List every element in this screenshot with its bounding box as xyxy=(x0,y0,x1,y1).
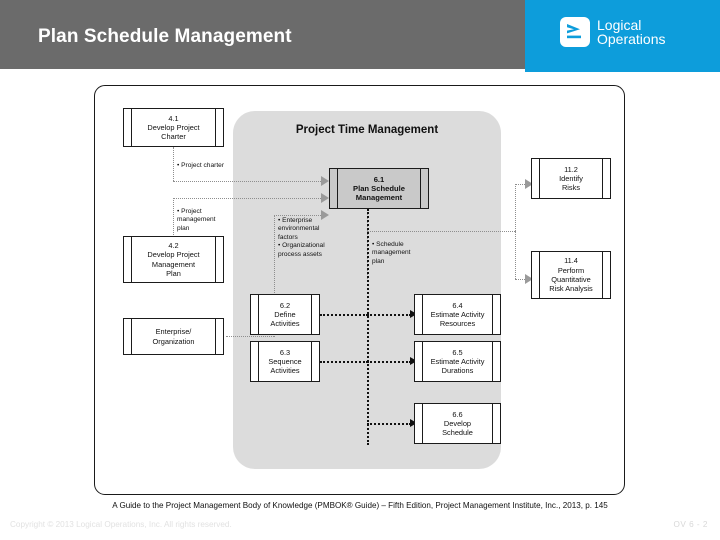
connector-main-vertical xyxy=(367,209,369,445)
connector-row1-right xyxy=(367,314,411,316)
slide-number: OV 6 - 2 xyxy=(673,520,708,529)
connector-charter-h xyxy=(173,181,323,182)
connector-pmplan-v xyxy=(173,198,174,259)
arrow-quant-risk xyxy=(525,274,533,284)
connector-eef-h1 xyxy=(226,336,274,337)
connector-row2-right xyxy=(367,361,411,363)
connector-out-v-up xyxy=(515,184,516,231)
arrow-pmplan xyxy=(321,193,329,203)
header-bar xyxy=(0,0,525,69)
logo: Logical Operations xyxy=(560,17,665,47)
connector-row2-left xyxy=(320,361,368,363)
label-eef-opa: • Enterprise environmental factors • Org… xyxy=(278,217,325,258)
connector-eef-h2 xyxy=(274,215,323,216)
panel-title: Project Time Management xyxy=(295,124,439,136)
arrow-eef xyxy=(321,210,329,220)
logo-wordmark: Logical Operations xyxy=(597,18,665,46)
connector-out-h-top xyxy=(367,231,515,232)
label-project-management-plan: • Project management plan xyxy=(177,208,216,232)
process-box-enterprise-organization-label: Enterprise/ Organization xyxy=(152,327,195,346)
process-box-enterprise-organization[interactable]: Enterprise/ Organization xyxy=(123,318,224,355)
connector-eef-v xyxy=(274,215,275,337)
page-title: Plan Schedule Management xyxy=(38,26,292,47)
arrow-develop-schedule xyxy=(410,419,417,427)
arrow-estimate-durations xyxy=(410,357,417,365)
connector-row1-left xyxy=(320,314,368,316)
label-project-charter: • Project charter xyxy=(177,162,225,169)
connector-charter-v xyxy=(173,147,174,181)
arrow-estimate-resources xyxy=(410,310,417,318)
connector-out-v-down xyxy=(515,231,516,279)
brand-logo-block: Logical Operations xyxy=(525,0,720,72)
logo-line-1: Logical xyxy=(597,17,642,33)
diagram-frame: Project Time Management xyxy=(94,85,625,495)
source-citation: A Guide to the Project Management Body o… xyxy=(112,501,608,510)
label-schedule-management-plan: • Schedule management plan xyxy=(372,241,411,265)
chevron-logo-icon xyxy=(560,17,590,47)
arrow-charter xyxy=(321,176,329,186)
connector-pmplan-h xyxy=(173,198,323,199)
connector-row3-right xyxy=(367,423,411,425)
connector-out-h-11-4 xyxy=(515,279,527,280)
logo-line-2: Operations xyxy=(597,31,666,47)
arrow-identify-risks xyxy=(525,179,533,189)
copyright-notice: Copyright © 2013 Logical Operations, Inc… xyxy=(10,520,232,529)
connector-out-h-11-2 xyxy=(515,184,527,185)
